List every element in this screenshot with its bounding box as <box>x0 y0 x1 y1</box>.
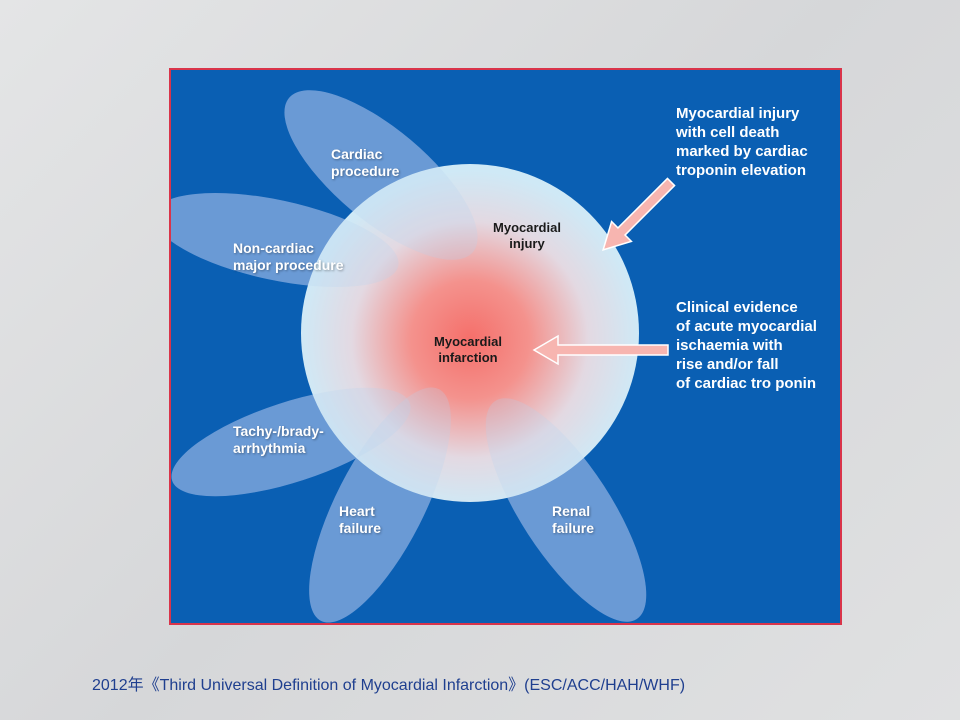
label-cardiac-procedure: Cardiac procedure <box>331 146 400 179</box>
label-myocardial-injury: Myocardial injury <box>493 220 561 251</box>
arrow-infarction <box>532 334 669 366</box>
label-non-cardiac-procedure: Non-cardiac major procedure <box>233 240 344 273</box>
label-heart-failure: Heart failure <box>339 503 382 536</box>
annotation-myocardial-infarction: Clinical evidence of acute myocardial is… <box>676 299 817 392</box>
annotation-myocardial-injury: Myocardial injury with cell death marked… <box>676 105 808 179</box>
petal-non-cardiac-procedure-overlay <box>171 193 399 287</box>
petal-heart-failure-overlay <box>309 387 451 623</box>
petal-cardiac-procedure-overlay <box>284 90 478 260</box>
label-renal-failure: Renal failure <box>552 503 595 536</box>
myocardial-injury-circle <box>301 164 639 502</box>
petal-renal-failure-overlay <box>485 398 647 622</box>
slide-caption: 2012年《Third Universal Definition of Myoc… <box>92 677 686 694</box>
arrow-injury <box>601 177 676 252</box>
label-arrhythmia: Tachy-/brady- arrhythmia <box>233 423 324 456</box>
petal-arrhythmia-overlay <box>171 387 411 497</box>
diagram-graphic <box>171 90 676 623</box>
diagram-panel: Cardiac procedure Non-cardiac major proc… <box>169 68 842 625</box>
label-myocardial-infarction: Myocardial infarction <box>434 334 502 365</box>
